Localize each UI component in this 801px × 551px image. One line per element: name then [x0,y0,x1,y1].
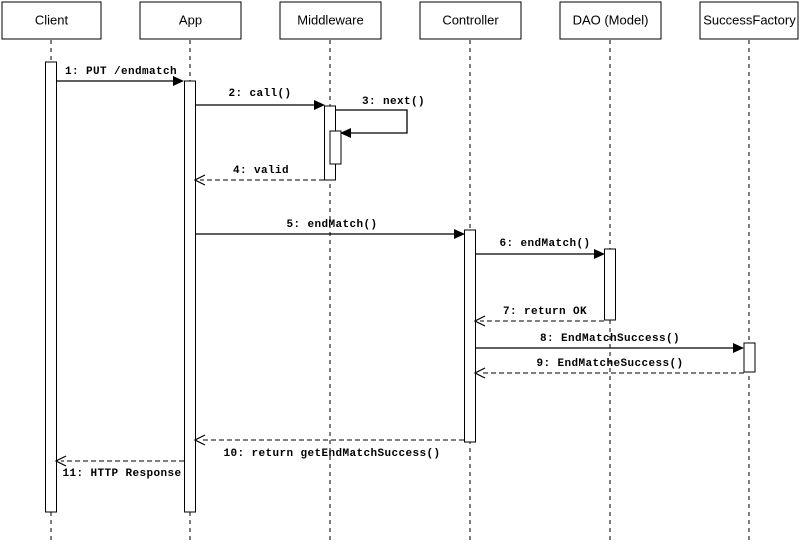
message-3-line [336,109,408,134]
participant-label-middleware: Middleware [297,12,363,27]
participant-label-client: Client [35,12,69,27]
message-6-arrowhead [594,249,605,259]
message-5-arrowhead [454,229,465,239]
participant-successfactory[interactable]: SuccessFactory [699,1,799,40]
message-8-label: 8: EndMatchSuccess() [540,333,680,345]
message-1-arrowhead [173,76,184,86]
message-4-arrowhead [193,174,206,186]
activation-bar-client[interactable] [45,61,57,513]
lifelines-group [50,40,750,540]
participant-app[interactable]: App [139,1,242,40]
participant-box-client[interactable] [1,1,102,40]
activation-bar-middleware-nested[interactable] [329,130,342,165]
message-9[interactable]: 9: EndMatcheSuccess() [473,358,744,379]
message-3[interactable]: 3: next() [336,96,425,138]
activation-bars-group [45,61,756,513]
activation-bar-app[interactable] [184,80,196,513]
participant-box-controller[interactable] [419,1,522,40]
message-1-label: 1: PUT /endmatch [65,66,177,78]
activation-bar-controller[interactable] [464,229,476,443]
activation-bar-dao[interactable] [604,248,616,321]
message-5[interactable]: 5: endMatch() [195,219,465,239]
participant-middleware[interactable]: Middleware [279,1,382,40]
message-9-label: 9: EndMatcheSuccess() [536,358,683,370]
message-2[interactable]: 2: call() [195,88,325,110]
message-7-arrowhead [473,315,486,327]
participant-dao[interactable]: DAO (Model) [559,1,662,40]
message-3-label: 3: next() [362,96,425,108]
participant-label-successfactory: SuccessFactory [703,12,796,27]
participant-client[interactable]: Client [1,1,102,40]
message-2-label: 2: call() [228,88,291,100]
message-7[interactable]: 7: return OK [473,306,604,327]
message-7-label: 7: return OK [503,306,587,318]
participant-label-app: App [179,12,202,27]
message-4-label: 4: valid [233,165,289,177]
participant-label-controller: Controller [442,12,499,27]
participant-headers-group: Client App Middleware Controller DAO (Mo… [1,1,799,40]
participant-box-middleware[interactable] [279,1,382,40]
activation-bar-successfactory[interactable] [743,342,756,373]
message-5-label: 5: endMatch() [286,219,377,231]
message-10-label: 10: return getEndMatchSuccess() [223,448,440,460]
message-6-label: 6: endMatch() [499,238,590,250]
participant-box-dao[interactable] [559,1,662,40]
message-11-arrowhead [54,455,67,467]
message-10-arrowhead [193,434,206,446]
message-11-label: 11: HTTP Response [62,468,181,480]
participant-label-dao: DAO (Model) [573,12,649,27]
message-10[interactable]: 10: return getEndMatchSuccess() [193,434,464,460]
participant-box-app[interactable] [139,1,242,40]
participant-box-successfactory[interactable] [699,1,799,40]
message-8[interactable]: 8: EndMatchSuccess() [475,333,744,353]
message-8-arrowhead [733,343,744,353]
message-9-arrowhead [473,367,486,379]
message-3-arrowhead [340,128,351,138]
message-11[interactable]: 11: HTTP Response [54,455,184,480]
message-1[interactable]: 1: PUT /endmatch [56,66,184,86]
message-4[interactable]: 4: valid [193,165,324,186]
message-2-arrowhead [314,100,325,110]
participant-controller[interactable]: Controller [419,1,522,40]
message-6[interactable]: 6: endMatch() [475,238,605,259]
